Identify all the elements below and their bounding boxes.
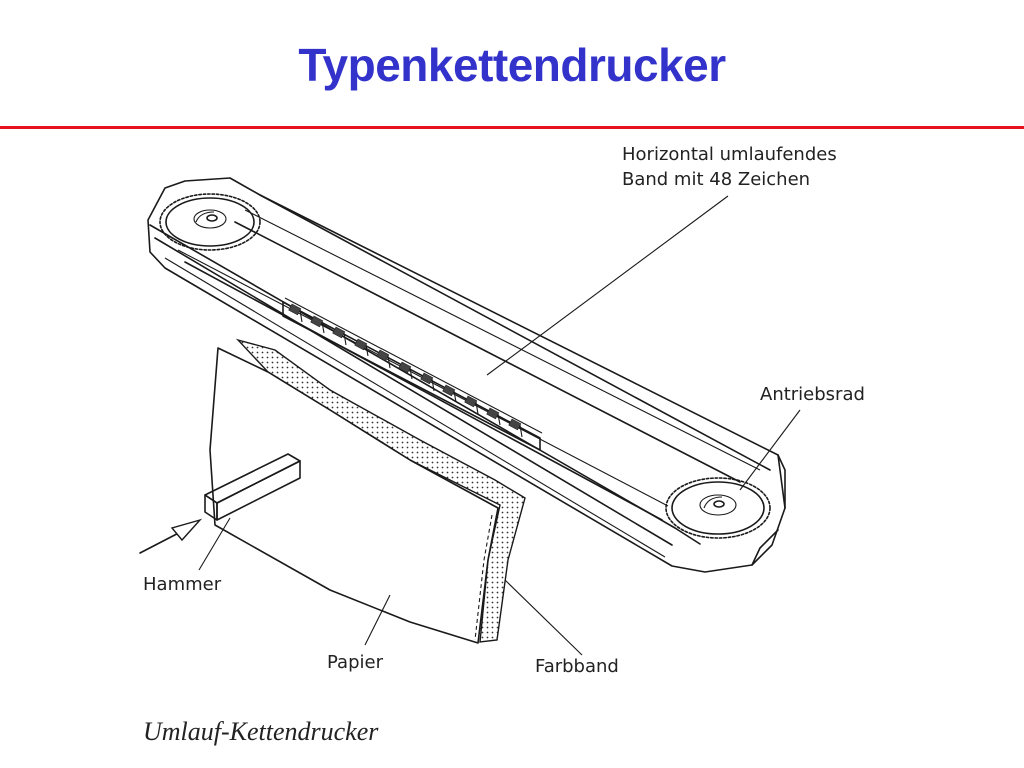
leader-lines: [198, 195, 801, 656]
strike-arrow: [139, 518, 203, 554]
drive-wheel: [665, 477, 771, 539]
label-paper: Papier: [327, 652, 384, 673]
character-chain: [282, 297, 543, 451]
diagram-caption: Umlauf-Kettendrucker: [143, 717, 379, 746]
label-hammer: Hammer: [143, 574, 222, 595]
label-band-line1: Horizontal umlaufendes: [622, 144, 837, 165]
label-ribbon: Farbband: [535, 656, 619, 677]
hammer: [204, 453, 301, 521]
idler-wheel: [159, 193, 261, 251]
label-drive-wheel: Antriebsrad: [760, 384, 865, 405]
slide-title: Typenkettendrucker: [298, 39, 726, 91]
title-divider: [0, 126, 1024, 129]
label-band-line2: Band mit 48 Zeichen: [622, 169, 810, 190]
paper-sheet: [209, 347, 499, 644]
chain-band: [147, 177, 786, 573]
